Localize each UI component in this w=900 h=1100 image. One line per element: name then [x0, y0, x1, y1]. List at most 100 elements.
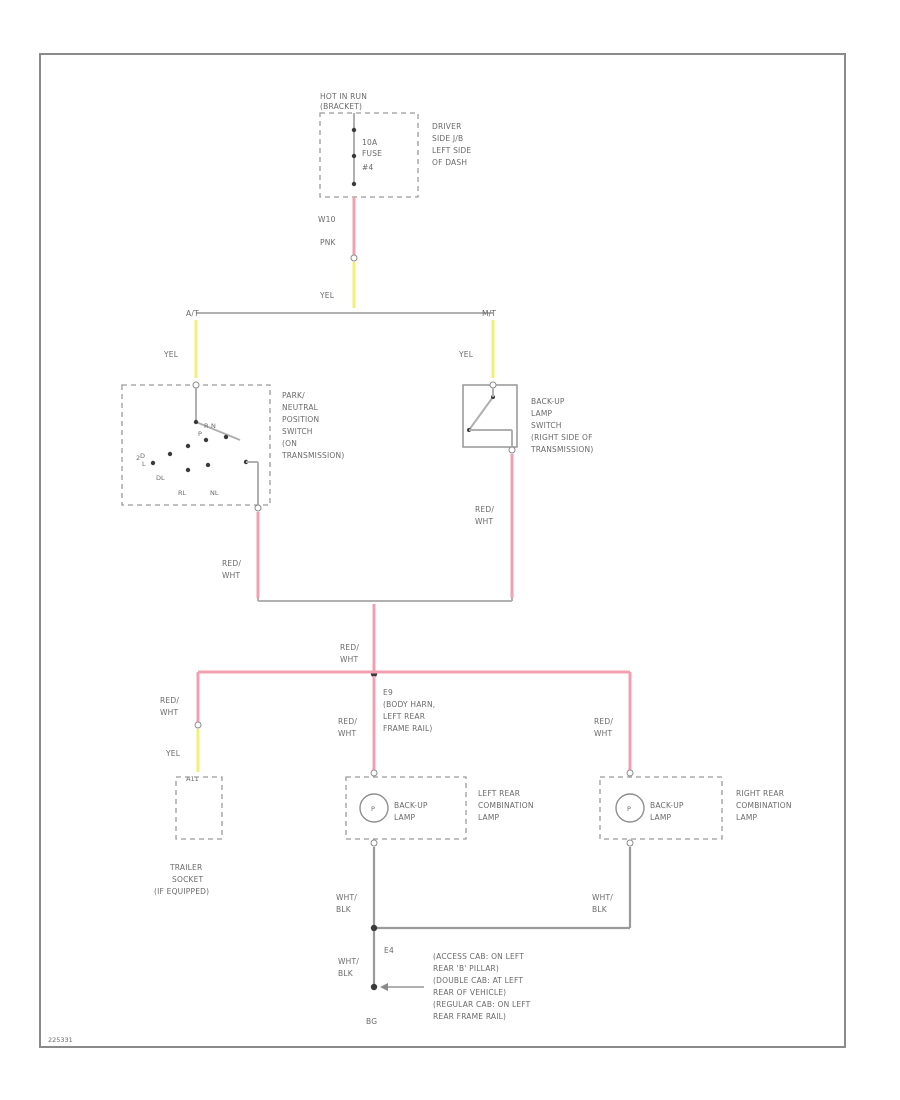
ground-lower-1: WHT/ [338, 957, 359, 966]
pnp-desc-1: PARK/ [282, 391, 305, 400]
pos-l: L [142, 460, 146, 468]
ground-left-1: WHT/ [336, 893, 357, 902]
left-lamp-wire-1: RED/ [338, 717, 357, 726]
left-lamp-name-1: BACK-UP [394, 801, 428, 810]
trailer-wire1-b: WHT [160, 708, 178, 717]
fuse-box: HOT IN RUN (BRACKET) 10A FUSE #4 DRIVER … [319, 92, 471, 198]
pos-rl: RL [178, 489, 187, 497]
right-lamp-desc-2: COMBINATION [736, 801, 792, 810]
right-lamp-desc-1: RIGHT REAR [736, 789, 784, 798]
backup-sw-desc-3: SWITCH [531, 421, 562, 430]
ground-note-6: REAR FRAME RAIL) [433, 1012, 506, 1021]
left-lamp-desc-1: LEFT REAR [478, 789, 520, 798]
trailer-label-1: TRAILER [169, 863, 202, 872]
ground-id: BG [366, 1017, 377, 1026]
backup-sw-desc-2: LAMP [531, 409, 553, 418]
pnp-out-label-1: RED/ [222, 559, 241, 568]
fuse-power-label-1: HOT IN RUN [320, 92, 367, 101]
trailer-label-3: (IF EQUIPPED) [154, 887, 209, 896]
pnk-wire-label: PNK [320, 238, 337, 247]
pos-p: P [198, 430, 202, 438]
left-lamp-name-2: LAMP [394, 813, 416, 822]
right-lamp-wire-2: WHT [594, 729, 612, 738]
pos-2: 2 [136, 454, 140, 462]
right-bulb [615, 793, 645, 823]
splice-e4 [370, 924, 378, 932]
backup-out-label-1: RED/ [475, 505, 494, 514]
fuse-box-outline [319, 112, 419, 198]
pos-dl: DL [156, 474, 165, 482]
fuse-location-4: OF DASH [432, 158, 467, 167]
pnp-desc-3: POSITION [282, 415, 319, 424]
fuse-location-3: LEFT SIDE [432, 146, 471, 155]
pos-nl: NL [210, 489, 219, 497]
pnp-desc-2: NEUTRAL [282, 403, 319, 412]
ground-right-2: BLK [592, 905, 608, 914]
right-lamp-desc-3: LAMP [736, 813, 758, 822]
right-lamp-outline [599, 776, 723, 840]
svg-text:P: P [371, 805, 375, 813]
yel-top-label: YEL [319, 291, 335, 300]
bus-left-label: A/T [186, 309, 199, 318]
pos-d: D [140, 452, 145, 460]
pnp-desc-5: (ON [282, 439, 297, 448]
left-lamp-outline [345, 776, 467, 840]
left-bulb [359, 793, 389, 823]
backup-lamp-switch: BACK-UP LAMP SWITCH (RIGHT SIDE OF TRANS… [462, 381, 593, 454]
ground-note-5: (REGULAR CAB: ON LEFT [433, 1000, 531, 1009]
trailer-connector: A11 [186, 775, 199, 783]
ground-left-2: BLK [336, 905, 352, 914]
bus-right-label: M/T [482, 309, 496, 318]
park-neutral-switch: P R N D 2 L DL RL NL PARK/ NEUTRAL POSIT… [121, 381, 344, 512]
left-lamp-desc-3: LAMP [478, 813, 500, 822]
backup-sw-desc-4: (RIGHT SIDE OF [531, 433, 593, 442]
pnp-yel-label: YEL [163, 350, 179, 359]
right-lamp-wire-1: RED/ [594, 717, 613, 726]
right-rear-lamp: RED/ WHT P BACK-UP LAMP RIGHT REAR COMBI… [594, 717, 792, 847]
splice-desc-2: LEFT REAR [383, 712, 425, 721]
pnp-desc-6: TRANSMISSION) [281, 451, 344, 460]
fuse-rating: 10A [362, 138, 378, 147]
junction-wire-1: RED/ [340, 643, 359, 652]
right-lamp-name-1: BACK-UP [650, 801, 684, 810]
splice-desc-1: (BODY HARN, [383, 700, 435, 709]
ground-note-3: (DOUBLE CAB: AT LEFT [433, 976, 523, 985]
splice-e4-label: E4 [384, 946, 394, 955]
trailer-wire1-a: RED/ [160, 696, 179, 705]
backup-switch-outline [462, 384, 518, 448]
fuse-location-1: DRIVER [432, 122, 461, 131]
trailer-outline [175, 776, 223, 840]
junction-wire-2: WHT [340, 655, 358, 664]
pnp-desc-4: SWITCH [282, 427, 313, 436]
splice-id: E9 [383, 688, 393, 697]
trailer-wire2: YEL [165, 749, 181, 758]
fuse-pin-label: W10 [318, 215, 336, 224]
fuse-location-2: SIDE J/B [432, 134, 463, 143]
pos-r: R [204, 422, 209, 430]
backup-sw-desc-5: TRANSMISSION) [530, 445, 593, 454]
pnp-out-label-2: WHT [222, 571, 240, 580]
fuse-power-label-2: (BRACKET) [320, 102, 362, 111]
trailer-label-2: SOCKET [172, 875, 204, 884]
ground-right-1: WHT/ [592, 893, 613, 902]
fuse-number: #4 [362, 163, 373, 172]
ground-note-2: REAR 'B' PILLAR) [433, 964, 499, 973]
left-lamp-wire-2: WHT [338, 729, 356, 738]
trailer-socket: RED/ WHT YEL A11 TRAILER SOCKET (IF EQUI… [154, 696, 223, 896]
diagram-frame [39, 53, 846, 1048]
backup-out-label-2: WHT [475, 517, 493, 526]
ground-lower-2: BLK [338, 969, 354, 978]
ground-note-1: (ACCESS CAB: ON LEFT [433, 952, 524, 961]
fuse-word: FUSE [362, 149, 382, 158]
svg-text:P: P [627, 805, 631, 813]
backup-sw-desc-1: BACK-UP [531, 397, 565, 406]
left-lamp-desc-2: COMBINATION [478, 801, 534, 810]
ground-note-4: REAR OF VEHICLE) [433, 988, 506, 997]
figure-id: 225331 [48, 1036, 73, 1044]
left-rear-lamp: RED/ WHT P BACK-UP LAMP LEFT REAR COMBIN… [338, 717, 534, 847]
pos-n: N [211, 422, 216, 430]
right-lamp-name-2: LAMP [650, 813, 672, 822]
splice-desc-3: FRAME RAIL) [383, 724, 433, 733]
backup-sw-yel-label: YEL [458, 350, 474, 359]
